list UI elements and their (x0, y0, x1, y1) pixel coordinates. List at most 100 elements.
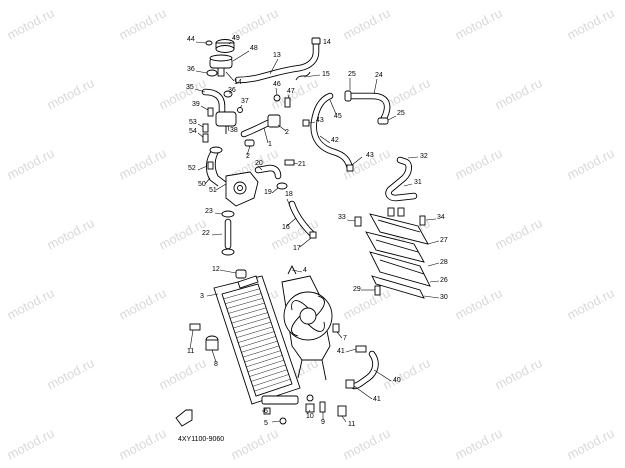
radiator-fin (251, 369, 288, 382)
washer (279, 417, 287, 425)
bolt (374, 285, 381, 296)
leader-line (319, 135, 331, 144)
watermark-text: motod.ru (116, 5, 168, 42)
callout-52: 52 (188, 165, 196, 172)
hose-clamp (346, 164, 354, 172)
leader-lines (189, 41, 440, 423)
front-direction-icon (175, 409, 193, 427)
bolt (354, 216, 362, 227)
hose-end-cap (311, 37, 321, 45)
callout-17: 17 (293, 245, 301, 252)
callout-43a: 43 (316, 117, 324, 124)
callout-14b: 14 (234, 79, 242, 86)
leader-line (293, 162, 299, 165)
callout-38: 38 (230, 127, 238, 134)
radiator-fin (249, 364, 286, 377)
watermark-text: motod.ru (44, 75, 96, 112)
callout-11a: 11 (187, 348, 194, 355)
leader-line (286, 198, 291, 207)
watermark-text: motod.ru (564, 5, 616, 42)
hose-clip (295, 71, 311, 81)
leader-line (303, 74, 321, 78)
callout-51: 51 (209, 187, 217, 194)
radiator-fin (239, 336, 276, 348)
leader-line (277, 124, 287, 132)
watermark-text: motod.ru (4, 425, 56, 462)
leader-line (286, 217, 297, 227)
leader-line (246, 145, 251, 156)
radiator-fin (252, 374, 289, 387)
leader-line (232, 50, 250, 62)
callout-2b: 2 (246, 153, 250, 160)
leader-line (407, 156, 419, 159)
leader-line (271, 187, 279, 194)
callout-14a: 14 (323, 39, 331, 46)
callout-27: 27 (440, 237, 448, 244)
leader-line (329, 99, 337, 115)
callout-20: 20 (255, 160, 263, 167)
leader-line (194, 88, 206, 93)
diagram-code: 4XY1100-9060 (178, 436, 224, 443)
watermark-text: motod.ru (44, 355, 96, 392)
leader-line (211, 349, 217, 363)
callout-40: 40 (393, 377, 401, 384)
bolt (332, 323, 340, 333)
callout-9: 9 (321, 419, 325, 426)
hose-clamp (206, 69, 218, 77)
watermark-text: motod.ru (4, 5, 56, 42)
leader-line (204, 177, 211, 185)
callout-42: 42 (331, 137, 339, 144)
watermark-text: motod.ru (156, 215, 208, 252)
leader-line (239, 104, 243, 109)
radiator-fin (234, 321, 272, 334)
callout-53: 53 (189, 119, 197, 126)
callout-34: 34 (437, 214, 445, 221)
leader-line (225, 71, 235, 82)
watermark-text: motod.ru (116, 145, 168, 182)
callout-41b: 41 (373, 396, 381, 403)
hose-clamp (302, 119, 310, 127)
leader-line (269, 58, 279, 75)
leader-line (257, 165, 263, 171)
leader-line (215, 183, 227, 191)
leader-line (308, 121, 316, 124)
callout-21: 21 (298, 161, 306, 168)
callout-31: 31 (414, 179, 422, 186)
callout-25a: 25 (348, 71, 356, 78)
radiator-fin (221, 283, 259, 295)
pipe-joint (267, 114, 281, 128)
watermark-text: motod.ru (452, 5, 504, 42)
hose-clamp (377, 117, 389, 125)
hose-clamp (344, 90, 352, 102)
radiator-fin (247, 359, 284, 372)
radiator-fin (254, 379, 291, 392)
leader-line (427, 240, 440, 245)
watermark-text: motod.ru (564, 285, 616, 322)
callout-26: 26 (440, 277, 448, 284)
watermark-text: motod.ru (452, 425, 504, 462)
bolt (337, 405, 347, 417)
watermark-text: motod.ru (4, 285, 56, 322)
watermark-text: motod.ru (340, 285, 392, 322)
watermark-text: motod.ru (564, 425, 616, 462)
leader-line (306, 409, 311, 415)
bolt (284, 159, 295, 166)
radiator-fin (242, 345, 280, 358)
callout-13: 13 (273, 52, 281, 59)
watermark-text: motod.ru (564, 145, 616, 182)
watermark-text: motod.ru (116, 425, 168, 462)
callout-28: 28 (440, 259, 448, 266)
callout-25b: 25 (397, 110, 405, 117)
leader-line (373, 78, 378, 95)
callout-4: 4 (303, 267, 307, 274)
callout-32: 32 (420, 153, 428, 160)
grommet (273, 94, 281, 102)
bolt (202, 133, 209, 143)
radiator-fin (230, 307, 267, 319)
leader-line (263, 127, 269, 144)
radiator-fin (238, 331, 275, 343)
leader-line (195, 41, 207, 44)
callout-6: 6 (264, 408, 268, 415)
watermark-text: motod.ru (380, 355, 432, 392)
callout-15: 15 (322, 71, 330, 78)
